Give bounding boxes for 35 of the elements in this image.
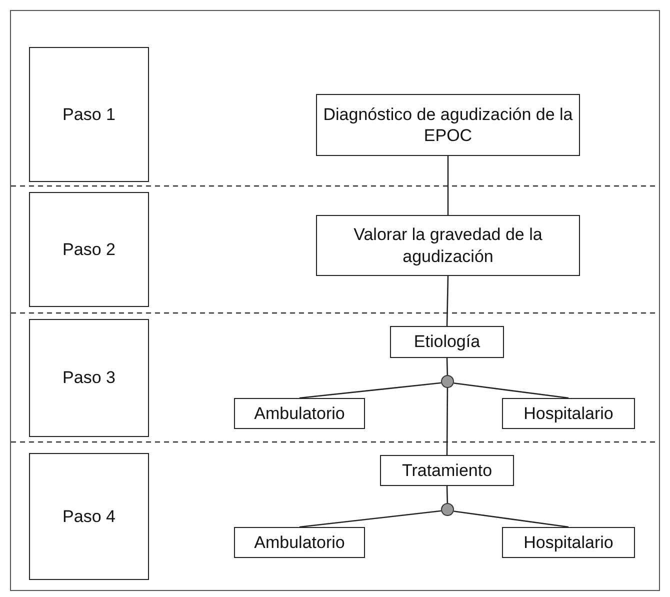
connector-line bbox=[446, 358, 448, 376]
connector-line bbox=[446, 276, 449, 326]
box-label: Hospitalario bbox=[522, 402, 614, 424]
process-box bbox=[390, 326, 504, 358]
process-box bbox=[234, 398, 365, 429]
box-label: Diagnóstico de agudización de la EPOC bbox=[322, 104, 574, 146]
process-box bbox=[380, 455, 514, 486]
step-box bbox=[29, 47, 149, 182]
box-label: Ambulatorio bbox=[253, 532, 346, 554]
process-box bbox=[502, 398, 635, 429]
connector-line bbox=[446, 388, 448, 455]
box-label: Ambulatorio bbox=[253, 402, 346, 424]
connector-line bbox=[446, 486, 448, 504]
box-label: Paso 4 bbox=[62, 506, 116, 528]
step-box bbox=[29, 453, 149, 580]
process-box bbox=[316, 94, 580, 156]
box-label: Hospitalario bbox=[522, 532, 614, 554]
box-label: Etiología bbox=[412, 331, 482, 353]
connector-line bbox=[299, 382, 442, 399]
connector-line bbox=[454, 510, 569, 528]
box-label: Tratamiento bbox=[400, 460, 494, 482]
box-label: Valorar la gravedad de la agudización bbox=[352, 224, 544, 267]
box-label: Paso 3 bbox=[62, 367, 116, 389]
box-label: Paso 2 bbox=[62, 238, 116, 260]
connector-line bbox=[299, 510, 442, 528]
process-box bbox=[234, 527, 365, 558]
step-box bbox=[29, 319, 149, 437]
process-box bbox=[316, 215, 580, 276]
connector-line bbox=[454, 382, 569, 399]
junction-dot bbox=[441, 503, 454, 516]
junction-dot bbox=[441, 375, 454, 388]
process-box bbox=[502, 527, 635, 558]
step-box bbox=[29, 192, 149, 307]
box-label: Paso 1 bbox=[62, 104, 116, 126]
connector-line bbox=[447, 156, 449, 215]
